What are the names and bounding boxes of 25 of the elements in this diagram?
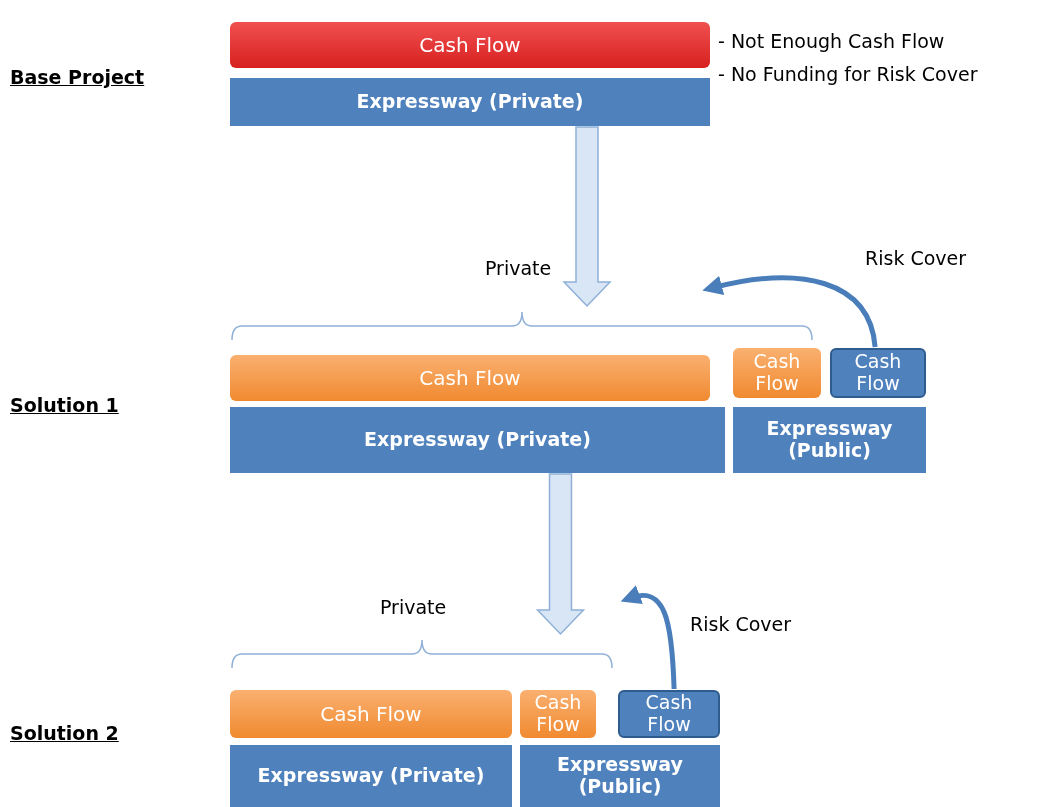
curved-arrow [620, 585, 677, 690]
group-label: Private [485, 257, 552, 279]
group-label: Private [380, 596, 447, 618]
edge-label: Risk Cover [690, 613, 792, 635]
cash-flow-block: Cash Flow [830, 348, 926, 398]
cash-flow-bar: Cash Flow [230, 355, 710, 401]
cash-flow-block: Cash Flow [733, 348, 821, 398]
block-arrow [562, 126, 612, 308]
stage-heading: Base Project [10, 66, 145, 88]
note-text: - No Funding for Risk Cover [718, 63, 978, 85]
cash-flow-block: Cash Flow [520, 690, 596, 738]
expressway-block: Expressway (Private) [230, 745, 512, 807]
cash-flow-bar: Cash Flow [230, 690, 512, 738]
expressway-block: Expressway (Public) [733, 407, 926, 473]
stage-heading: Solution 2 [10, 722, 119, 744]
expressway-block: Expressway (Private) [230, 407, 725, 473]
edge-label: Risk Cover [865, 247, 967, 269]
stage-heading: Solution 1 [10, 394, 119, 416]
cash-flow-bar: Cash Flow [230, 22, 710, 68]
curved-arrow [702, 275, 878, 348]
cash-flow-block: Cash Flow [618, 690, 720, 738]
block-arrow [535, 473, 586, 636]
expressway-block: Expressway (Private) [230, 78, 710, 126]
expressway-block: Expressway (Public) [520, 745, 720, 807]
note-text: - Not Enough Cash Flow [718, 30, 945, 52]
